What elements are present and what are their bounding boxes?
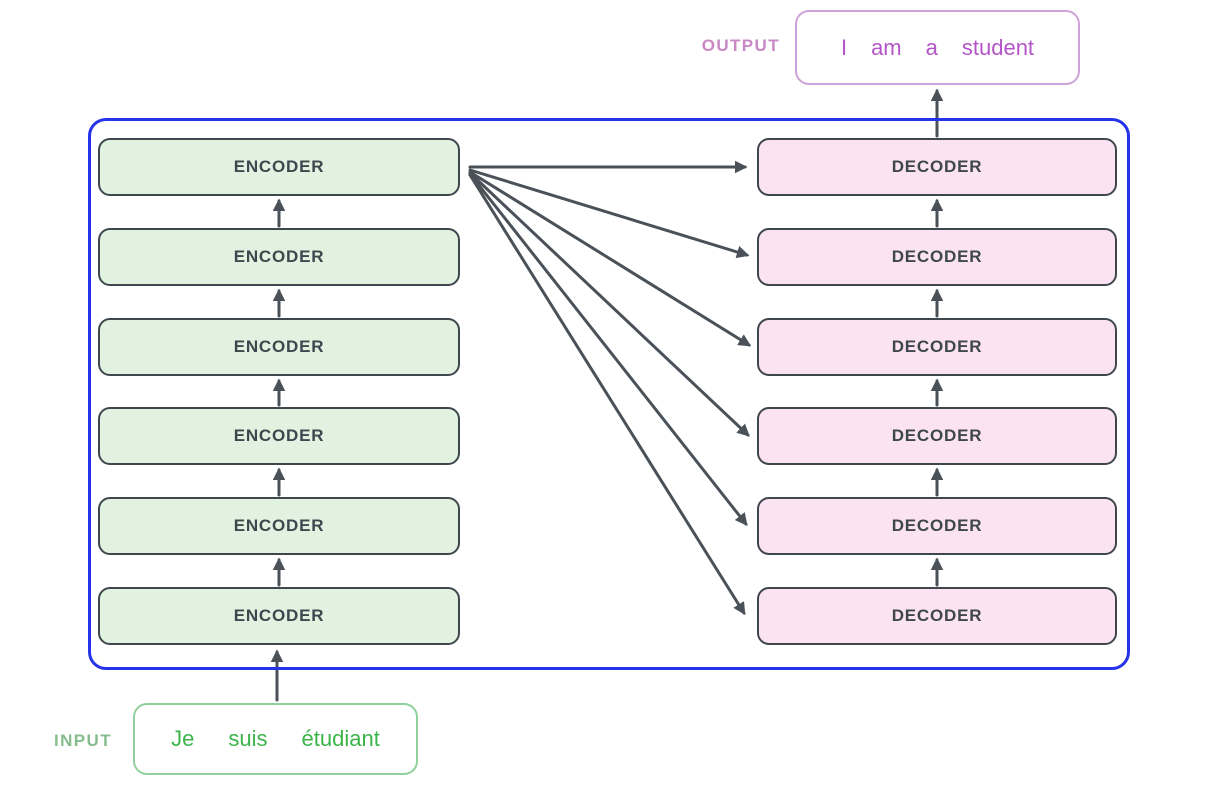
- input-label: INPUT: [54, 731, 112, 750]
- encoder-label: ENCODER: [233, 606, 325, 625]
- encoder-decoder-container: [88, 118, 1130, 670]
- encoder-label: ENCODER: [233, 516, 325, 535]
- encoder-block-3: ENCODER: [98, 318, 460, 376]
- output-label: OUTPUT: [701, 36, 780, 55]
- decoder-label: DECODER: [891, 606, 983, 625]
- input-token: suis: [228, 726, 268, 751]
- decoder-block-4: DECODER: [757, 407, 1117, 465]
- decoder-label: DECODER: [891, 337, 983, 356]
- encoder-label: ENCODER: [233, 426, 325, 445]
- encoder-block-1: ENCODER: [98, 138, 460, 196]
- encoder-label: ENCODER: [233, 157, 325, 176]
- encoder-label: ENCODER: [233, 337, 325, 356]
- decoder-block-3: DECODER: [757, 318, 1117, 376]
- decoder-label: DECODER: [891, 247, 983, 266]
- encoder-block-5: ENCODER: [98, 497, 460, 555]
- decoder-label: DECODER: [891, 157, 983, 176]
- decoder-block-2: DECODER: [757, 228, 1117, 286]
- encoder-block-2: ENCODER: [98, 228, 460, 286]
- encoder-block-6: ENCODER: [98, 587, 460, 645]
- decoder-block-5: DECODER: [757, 497, 1117, 555]
- encoder-label: ENCODER: [233, 247, 325, 266]
- input-token: Je: [171, 726, 195, 751]
- encoder-block-4: ENCODER: [98, 407, 460, 465]
- decoder-label: DECODER: [891, 516, 983, 535]
- decoder-block-6: DECODER: [757, 587, 1117, 645]
- decoder-label: DECODER: [891, 426, 983, 445]
- output-box: I am a student: [795, 10, 1080, 85]
- input-token: étudiant: [301, 726, 380, 751]
- output-token: I: [840, 34, 848, 60]
- input-box: Je suis étudiant: [133, 703, 418, 775]
- output-token: am: [871, 34, 902, 60]
- output-token: student: [961, 34, 1035, 60]
- output-token: a: [925, 34, 938, 60]
- decoder-block-1: DECODER: [757, 138, 1117, 196]
